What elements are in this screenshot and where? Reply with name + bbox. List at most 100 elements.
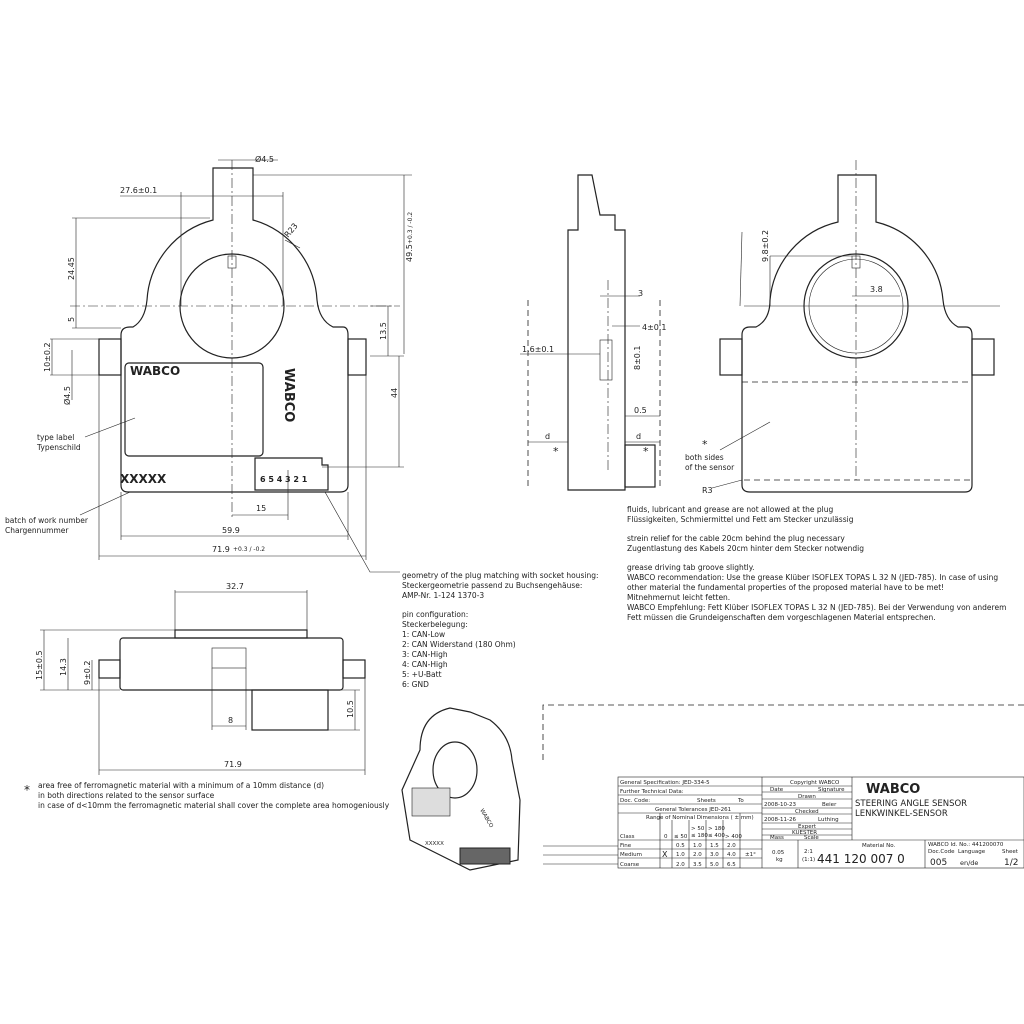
general-spec: General Specification: JED-334-5 [620, 780, 710, 786]
dim-d-left: d [545, 432, 550, 441]
dim-13-5: 13.5 [379, 322, 388, 340]
star-right: * [643, 445, 649, 458]
date-label: Date [770, 787, 784, 793]
rear-star: * [702, 438, 708, 451]
material-no: 441 120 007 0 [817, 852, 905, 866]
signature-label: Signature [818, 787, 845, 793]
pin-numbers: 6 5 4 3 2 1 [260, 475, 308, 484]
mass-label: Mass [770, 835, 784, 841]
pin-1: 1: CAN-Low [402, 630, 445, 639]
tol-cell: 5.0 [710, 862, 719, 868]
note-line: strein relief for the cable 20cm behind … [627, 534, 845, 543]
note-line: Zugentlastung des Kabels 20cm hinter dem… [627, 544, 864, 553]
sheet: 1/2 [1004, 858, 1018, 868]
angle-tol: ±1° [745, 852, 756, 858]
checked-by: Luthing [818, 817, 839, 823]
tolerance-rows: Fine 0.5 1.0 1.5 2.0 Medium X 1.0 2.0 3.… [620, 843, 756, 868]
row-name: Fine [620, 843, 632, 849]
general-notes: fluids, lubricant and grease are not all… [627, 505, 1006, 622]
scale-label: Scale [804, 835, 819, 841]
type-label-en: type label [37, 433, 74, 442]
label-logo: WABCO [130, 364, 180, 378]
front-outline [120, 167, 349, 493]
note-line: in both directions related to the sensor… [38, 791, 215, 800]
note-line: geometry of the plug matching with socke… [402, 571, 599, 580]
tol-cell: 0.5 [676, 843, 685, 849]
material-no-label: Material No. [862, 843, 895, 849]
side-outline [567, 174, 626, 491]
side-logo: WABCO [281, 368, 296, 422]
dim-71-9-tolerance: +0.3 / -0.2 [233, 546, 265, 553]
dim-4: 4±0.1 [642, 323, 667, 332]
doc-code-label: Doc.Code [928, 849, 955, 855]
dim-49-5: 49.5 [405, 244, 414, 262]
dim-9: 9±0.2 [83, 660, 92, 685]
dim-3: 3 [638, 289, 643, 298]
type-label-de: Typenschild [36, 443, 81, 452]
tol-cell: 1.0 [676, 852, 685, 858]
side-connector [624, 444, 656, 488]
expert: KUESTER [792, 830, 817, 836]
doc-code-value: 005 [930, 858, 947, 868]
further-data: Further Technical Data: [620, 789, 684, 795]
dim-27-6: 27.6±0.1 [120, 186, 157, 195]
rear-note-1: both sides [685, 453, 724, 462]
work-number: XXXXX [120, 472, 167, 486]
isometric-view: XXXXX WABCO [401, 707, 521, 871]
side-view: 3 4±0.1 1.6±0.1 8±0.1 0.5 d d * * [520, 174, 667, 491]
sheets-label: Sheets [697, 798, 716, 804]
dim-32-7: 32.7 [226, 582, 244, 591]
doc-code: Doc. Code: [620, 798, 650, 804]
checked-label: Checked [795, 809, 819, 815]
dim-15: 15 [256, 504, 266, 513]
to-label: To [737, 798, 744, 804]
batch-de: Chargennummer [5, 526, 69, 535]
title-de: LENKWINKEL-SENSOR [855, 809, 948, 819]
note-line: other material the fundamental propertie… [627, 583, 944, 592]
bottom-body [119, 637, 344, 691]
note-line: grease driving tab groove slightly. [627, 563, 755, 572]
star-left: * [553, 445, 559, 458]
range-col: > 400 [725, 834, 742, 840]
dim-9-8: 9.8±0.2 [761, 230, 770, 262]
tol-cell: 3.0 [710, 852, 719, 858]
tol-cell: 4.0 [727, 852, 736, 858]
language: en/de [960, 859, 978, 867]
batch-en: batch of work number [5, 516, 89, 525]
rear-note-2: of the sensor [685, 463, 735, 472]
sheet-label: Sheet [1002, 849, 1019, 855]
front-view: WABCO WABCO XXXXX 6 5 4 3 2 1 Ø4.5 27.6±… [5, 154, 414, 573]
note-line: WABCO recommendation: Use the grease Klü… [627, 573, 998, 582]
type-label-area [124, 362, 264, 457]
pin-2: 2: CAN Widerstand (180 Ohm) [402, 640, 516, 649]
tol-cell: 2.0 [693, 852, 702, 858]
dim-5: 5 [67, 317, 76, 322]
dim-d-right: d [636, 432, 641, 441]
connector [254, 457, 329, 491]
note-line: fluids, lubricant and grease are not all… [627, 505, 833, 514]
row-name: Medium [620, 852, 642, 858]
pin-3: 3: CAN-High [402, 650, 448, 659]
frame-border [542, 704, 1024, 760]
left-mounting-tab [98, 338, 122, 376]
note-line: area free of ferromagnetic material with… [38, 781, 324, 790]
dim-24-45: 24.45 [67, 257, 76, 280]
pin-4: 4: CAN-High [402, 660, 448, 669]
dim-radius: R23 [283, 221, 300, 239]
note-line: in case of d<10mm the ferromagnetic mate… [38, 801, 390, 810]
row-name: Coarse [620, 862, 640, 868]
title-block: General Specification: JED-334-5 Further… [543, 776, 1024, 869]
rear-view: 9.8±0.2 3.8 * both sides of the sensor R… [685, 160, 1000, 495]
tol-cell: 1.5 [710, 843, 719, 849]
range-col: ≤ 50 [674, 834, 688, 840]
tol-cell: 2.0 [727, 843, 736, 849]
dim-1-6: 1.6±0.1 [522, 345, 554, 354]
note-line: Fett müssen die Grundeigenschaften dem v… [627, 613, 936, 622]
dim-3-8: 3.8 [870, 285, 883, 294]
copyright: Copyright WABCO [790, 780, 840, 786]
scale: 2:1 [804, 849, 813, 855]
dim-71-9: 71.9 [212, 545, 230, 554]
dim-15-0-5: 15±0.5 [35, 650, 44, 680]
rear-outline [741, 174, 973, 493]
medium-mark: X [662, 850, 668, 859]
